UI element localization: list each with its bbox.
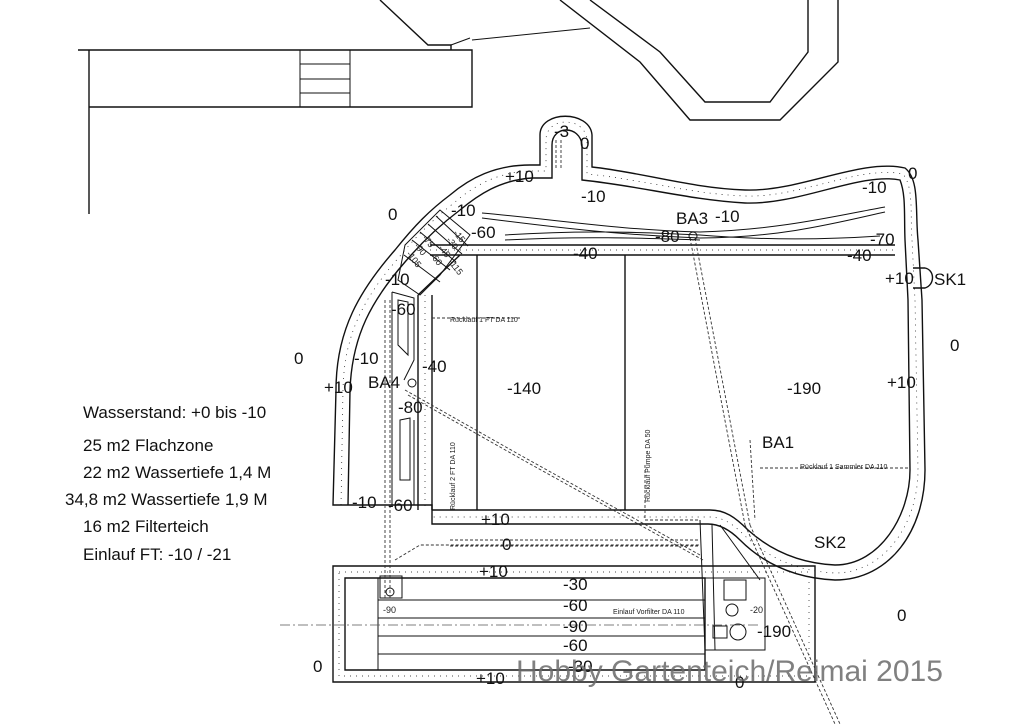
pipe-label: Rücklauf 2 FT DA 110 (450, 442, 457, 510)
depth-label: 0 (897, 606, 906, 625)
pipe-label: Einlauf Vorfilter DA 110 (613, 609, 685, 616)
marker-sk1: SK1 (934, 270, 966, 289)
inner-partitions (391, 206, 895, 510)
depth-label: +10 (324, 378, 353, 397)
pipe-label: Rücklauf 1 Sammler DA 110 (800, 464, 888, 471)
house-structure (78, 0, 839, 214)
depth-label: -190 (757, 622, 791, 641)
depth-labels: -3 0 +10 -10 -10 -10 0 0 -10 -60 -80 -40… (294, 122, 959, 692)
depth-label: -70 (870, 230, 895, 249)
depth-label: +10 (479, 562, 508, 581)
marker-ba1: BA1 (762, 433, 794, 452)
marker-sk2: SK2 (814, 533, 846, 552)
depth-label: -10 (715, 207, 740, 226)
depth-label: +10 (887, 373, 916, 392)
depth-label: +10 (885, 269, 914, 288)
depth-label: -10 (451, 201, 476, 220)
depth-label: -3 (554, 122, 569, 141)
legend-line: 34,8 m2 Wassertiefe 1,9 M (65, 490, 268, 509)
depth-label: -10 (354, 349, 379, 368)
depth-label: -90 (563, 617, 588, 636)
depth-label: +10 (505, 167, 534, 186)
depth-label: -20 (750, 605, 763, 615)
depth-label: 0 (502, 535, 511, 554)
depth-label: -190 (787, 379, 821, 398)
depth-label: -30 (568, 657, 593, 676)
depth-label: 0 (580, 134, 589, 153)
filter-pond (332, 519, 816, 683)
step-label: -115 (446, 257, 465, 277)
legend: Wasserstand: +0 bis -10 25 m2 Flachzone … (65, 403, 271, 564)
depth-label: -60 (391, 300, 416, 319)
pipe-labels: Rücklauf 1 FT DA 110 Rücklauf 2 FT DA 11… (450, 317, 888, 616)
legend-water-level: Wasserstand: +0 bis -10 (83, 403, 266, 422)
legend-line: 22 m2 Wassertiefe 1,4 M (83, 463, 271, 482)
depth-label: -40 (847, 246, 872, 265)
depth-label: -10 (385, 270, 410, 289)
depth-label: -10 (862, 178, 887, 197)
depth-label: -80 (398, 398, 423, 417)
depth-label: -40 (422, 357, 447, 376)
depth-label: -30 (563, 575, 588, 594)
depth-label: +10 (481, 510, 510, 529)
marker-ba3: BA3 (676, 209, 708, 228)
depth-label: 0 (388, 205, 397, 224)
legend-line: 25 m2 Flachzone (83, 436, 213, 455)
stair-labels: -15 -30 -45 -60 -75 -90 -105 -115 (404, 228, 467, 277)
main-pond-wall (332, 115, 934, 581)
depth-label: -60 (471, 223, 496, 242)
legend-line: Einlauf FT: -10 / -21 (83, 545, 231, 564)
depth-label: -10 (581, 187, 606, 206)
pipes (280, 140, 910, 724)
depth-label: +10 (476, 669, 505, 688)
pipe-label: Rücklauf Pumpe DA 50 (645, 430, 652, 502)
marker-ba4: BA4 (368, 373, 400, 392)
depth-label: -60 (563, 596, 588, 615)
depth-label: -60 (563, 636, 588, 655)
depth-label: -40 (573, 244, 598, 263)
legend-line: 16 m2 Filterteich (83, 517, 209, 536)
depth-label: -140 (507, 379, 541, 398)
depth-label: 0 (908, 164, 917, 183)
depth-label: -10 (352, 493, 377, 512)
watermark: Hobby Gartenteich/Reimai 2015 (516, 655, 943, 688)
depth-label: 0 (950, 336, 959, 355)
depth-label: 0 (735, 673, 744, 692)
markers: BA3 SK1 BA4 BA1 SK2 (368, 209, 966, 552)
depth-label: -60 (388, 496, 413, 515)
depth-label: 0 (294, 349, 303, 368)
depth-label: -80 (655, 227, 680, 246)
depth-label: 0 (313, 657, 322, 676)
pipe-label: Rücklauf 1 FT DA 110 (450, 317, 518, 324)
depth-label: -90 (383, 605, 396, 615)
